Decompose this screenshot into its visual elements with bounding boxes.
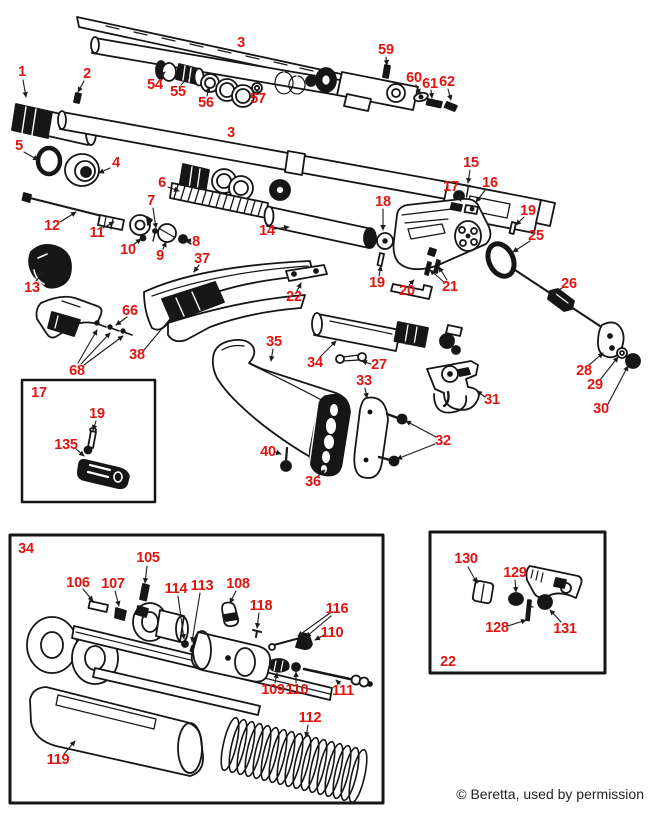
part-6-magazine-spring-drawing — [169, 182, 269, 219]
receiver-drawing — [376, 185, 517, 300]
detail-box-34 — [8, 533, 385, 805]
detail-box-22 — [428, 530, 607, 675]
parts-32-36-40-buttpad-drawing — [280, 393, 408, 479]
inset-box-17 — [20, 378, 157, 504]
part-22-latch-drawing — [285, 264, 328, 282]
parts-25-30-drawing — [485, 241, 641, 369]
forend-iron-drawing — [35, 295, 103, 339]
part-34-bolt-assembly-drawing — [311, 312, 463, 364]
choke-tubes-drawing — [155, 60, 263, 108]
parts-59-62-drawing — [382, 64, 458, 112]
part-31-trigger-group-drawing — [426, 360, 480, 414]
part-13-plug-drawing — [28, 243, 72, 289]
parts-37-38-forend-drawing — [143, 260, 314, 343]
part-112-spring-drawing — [220, 716, 368, 804]
part-14-magazine-tube-drawing — [263, 205, 394, 250]
parts-4-5-drawing — [35, 145, 100, 187]
leader-lines — [22, 56, 629, 755]
copyright-text: © Beretta, used by permission — [456, 786, 644, 802]
parts-66-68-screws-drawing — [94, 320, 133, 336]
part-3-ribbed-barrel-drawing — [76, 16, 419, 112]
parts-7-12-drawing — [21, 192, 192, 245]
part-3-barrel-drawing — [57, 110, 556, 234]
